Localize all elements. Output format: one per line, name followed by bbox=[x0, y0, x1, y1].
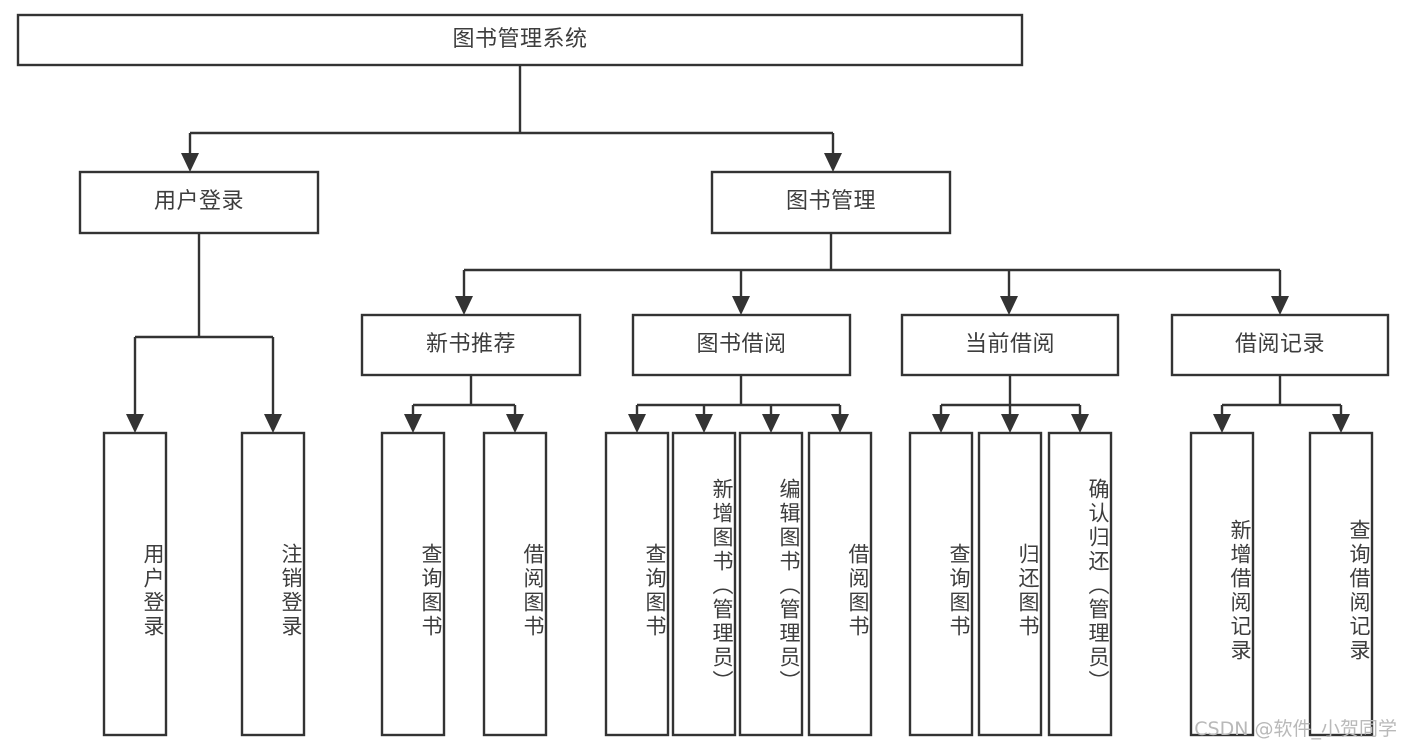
connector-current-borrow-to-bus bbox=[939, 375, 1082, 414]
box-root-system[interactable] bbox=[16, 13, 1024, 67]
box-leaf-bb-query-book[interactable] bbox=[604, 431, 670, 737]
box-leaf-br-add-record[interactable] bbox=[1189, 431, 1255, 737]
box-leaf-cb-confirm-return[interactable] bbox=[1047, 431, 1113, 737]
arrow-to-user-login-leaf bbox=[126, 414, 144, 433]
arrow-to-book-manage bbox=[824, 153, 842, 172]
connector-borrow-record-to-bus bbox=[1220, 375, 1343, 414]
arrow-to-cb-confirm-return bbox=[1071, 414, 1089, 433]
arrow-to-logout-leaf bbox=[264, 414, 282, 433]
node-box-layer bbox=[16, 13, 1390, 737]
box-user-login[interactable] bbox=[78, 170, 320, 235]
box-current-borrow[interactable] bbox=[900, 313, 1120, 377]
arrow-to-cb-query-book bbox=[932, 414, 950, 433]
arrow-to-user-login bbox=[181, 153, 199, 172]
connector-root-to-bus bbox=[188, 65, 835, 153]
box-new-book-recommend[interactable] bbox=[360, 313, 582, 377]
box-leaf-nb-query-book[interactable] bbox=[380, 431, 446, 737]
arrow-to-bb-borrow-book bbox=[831, 414, 849, 433]
connector-book-borrow-to-bus bbox=[635, 375, 842, 414]
arrow-to-bb-edit-book bbox=[762, 414, 780, 433]
connector-layer bbox=[126, 65, 1350, 433]
arrow-to-br-query-record bbox=[1332, 414, 1350, 433]
box-leaf-bb-add-book[interactable] bbox=[671, 431, 737, 737]
arrow-to-borrow-record bbox=[1271, 296, 1289, 315]
box-leaf-br-query-record[interactable] bbox=[1308, 431, 1374, 737]
arrow-to-bb-add-book bbox=[695, 414, 713, 433]
box-book-manage[interactable] bbox=[710, 170, 952, 235]
connector-new-book-recommend-to-bus bbox=[411, 375, 517, 414]
arrow-to-current-borrow bbox=[1000, 296, 1018, 315]
arrow-to-nb-borrow-book bbox=[506, 414, 524, 433]
box-borrow-record[interactable] bbox=[1170, 313, 1390, 377]
arrow-to-new-book-recommend bbox=[455, 296, 473, 315]
arrow-to-book-borrow bbox=[732, 296, 750, 315]
box-leaf-nb-borrow-book[interactable] bbox=[482, 431, 548, 737]
arrow-to-br-add-record bbox=[1213, 414, 1231, 433]
box-leaf-logout[interactable] bbox=[240, 431, 306, 737]
arrow-to-cb-return-book bbox=[1001, 414, 1019, 433]
connector-book-manage-to-bus bbox=[462, 233, 1282, 296]
box-leaf-bb-edit-book[interactable] bbox=[738, 431, 804, 737]
connector-user-login-to-bus bbox=[133, 233, 275, 414]
box-leaf-cb-return-book[interactable] bbox=[977, 431, 1043, 737]
box-leaf-user-login[interactable] bbox=[102, 431, 168, 737]
box-leaf-bb-borrow-book[interactable] bbox=[807, 431, 873, 737]
box-book-borrow[interactable] bbox=[631, 313, 852, 377]
arrow-to-nb-query-book bbox=[404, 414, 422, 433]
arrow-to-bb-query-book bbox=[628, 414, 646, 433]
box-leaf-cb-query-book[interactable] bbox=[908, 431, 974, 737]
